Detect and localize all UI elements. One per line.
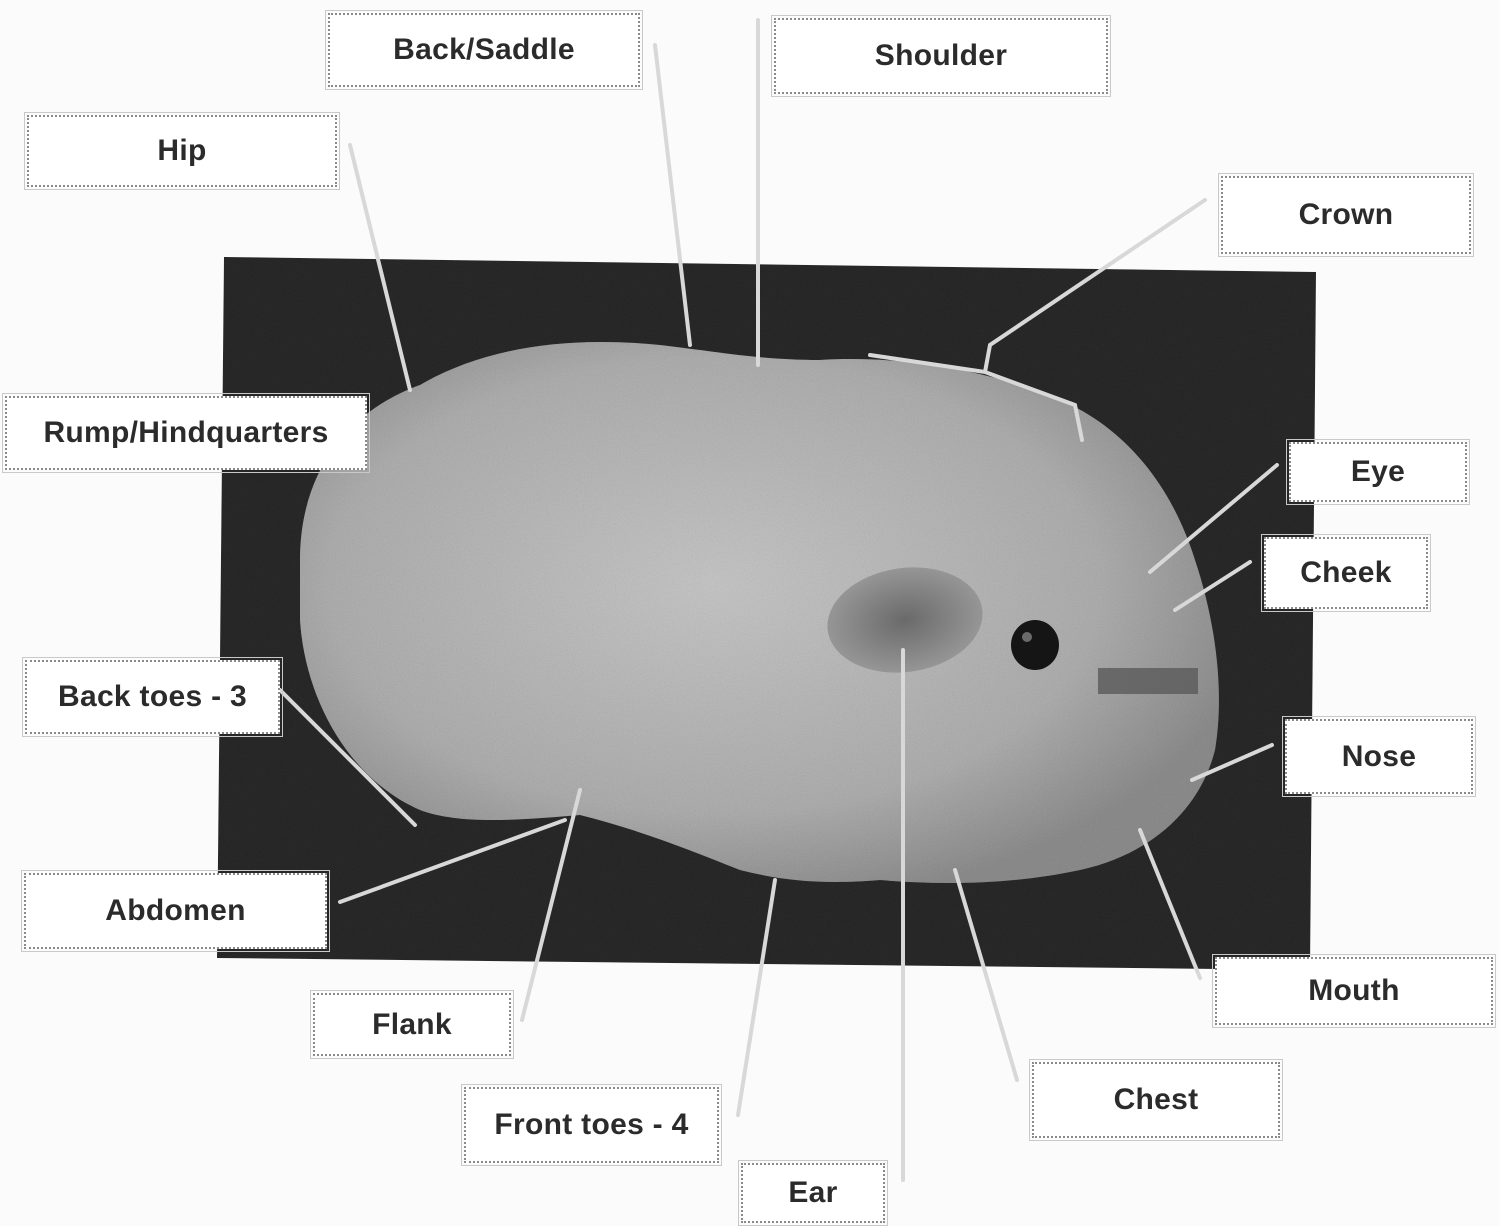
label-abdomen: Abdomen [24,873,327,949]
label-mouth: Mouth [1215,957,1493,1025]
guinea-pig-body [300,342,1219,883]
label-front-toes: Front toes - 4 [464,1087,719,1163]
label-flank: Flank [313,993,511,1056]
label-cheek: Cheek [1264,537,1428,609]
eye-shape [1011,620,1059,670]
label-hip: Hip [27,115,337,187]
label-crown: Crown [1221,176,1471,254]
label-chest: Chest [1032,1062,1280,1138]
nose-shadow [1098,668,1198,694]
label-ear: Ear [741,1163,885,1223]
label-back-toes: Back toes - 3 [25,660,280,734]
label-nose: Nose [1285,719,1473,794]
label-shoulder: Shoulder [774,18,1108,94]
label-back-saddle: Back/Saddle [328,13,640,87]
label-eye: Eye [1289,442,1467,502]
label-rump-hindquarters: Rump/Hindquarters [5,396,367,470]
